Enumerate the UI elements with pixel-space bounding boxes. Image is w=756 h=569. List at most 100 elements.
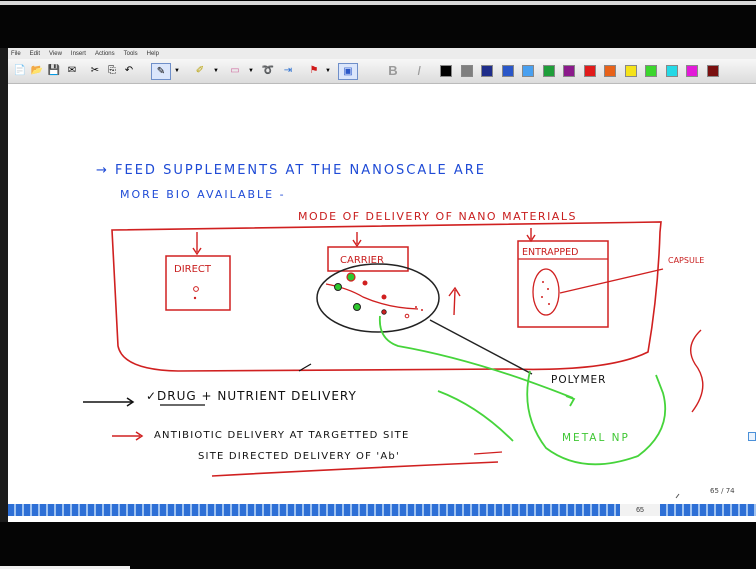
carrier-arrowhead	[352, 239, 362, 248]
entrapped-box	[517, 240, 609, 328]
note-line-bioavailable: MORE BIO AVAILABLE -	[120, 188, 286, 201]
flag-icon[interactable]: ⚑	[309, 65, 319, 76]
menu-help[interactable]: Help	[146, 50, 159, 57]
carrier-particle	[353, 303, 361, 311]
pen-dropdown-icon[interactable]: ▼	[174, 67, 180, 74]
antibiotic-line: ANTIBIOTIC DELIVERY AT TARGETTED SITE	[154, 430, 409, 441]
menu-edit[interactable]: Edit	[29, 50, 41, 57]
color-swatch[interactable]	[542, 65, 555, 77]
top-black-bar	[0, 0, 756, 48]
direct-particle	[193, 286, 199, 292]
page-scrollbar[interactable]: 65	[8, 504, 756, 516]
color-swatch[interactable]	[501, 65, 514, 77]
current-page-number: 65	[620, 504, 660, 516]
drug-arrowhead	[126, 397, 135, 407]
color-swatch[interactable]	[583, 65, 596, 77]
green-pointer-line	[378, 315, 574, 399]
color-swatch[interactable]	[460, 65, 473, 77]
polymer-label: POLYMER	[551, 374, 606, 386]
direct-arrowhead	[192, 247, 202, 256]
color-swatch[interactable]	[563, 65, 575, 77]
undo-icon[interactable]: ↶	[124, 65, 134, 76]
entrapped-label: ENTRAPPED	[522, 247, 578, 258]
direct-dot	[193, 296, 197, 300]
note-line-feed: → FEED SUPPLEMENTS AT THE NANOSCALE ARE	[96, 163, 486, 178]
capsule-label: CAPSULE	[668, 256, 704, 265]
new-page-icon[interactable]: 📄	[13, 65, 27, 76]
drug-nutrient-line: ✓DRUG + NUTRIENT DELIVERY	[146, 389, 357, 403]
email-icon[interactable]: ✉	[67, 65, 77, 76]
color-swatch[interactable]	[440, 65, 452, 77]
bottom-black-bar	[0, 522, 756, 569]
color-swatch[interactable]	[645, 65, 657, 77]
italic-button[interactable]: I	[417, 63, 421, 78]
carrier-dot	[415, 306, 417, 308]
green-arrowhead	[565, 395, 576, 407]
highlighter-dropdown-icon[interactable]: ▼	[213, 67, 219, 74]
carrier-particle	[381, 309, 387, 315]
highlighter-icon[interactable]: ✐	[195, 65, 205, 76]
color-swatch[interactable]	[522, 65, 534, 77]
page-thumbnails-right[interactable]	[660, 504, 756, 516]
ab-underline	[473, 451, 503, 455]
delivery-modes-outline	[111, 221, 662, 372]
open-icon[interactable]: 📂	[30, 65, 44, 76]
carrier-dot	[421, 309, 423, 311]
red-underline	[211, 461, 499, 477]
menu-view[interactable]: View	[49, 50, 62, 57]
page-thumbnails-left[interactable]	[8, 504, 620, 516]
small-mark	[675, 493, 680, 499]
menu-tools[interactable]: Tools	[123, 50, 138, 57]
carrier-label: CARRIER	[340, 255, 384, 266]
journal-app-window: File Edit View Insert Actions Tools Help…	[8, 48, 756, 522]
pen-tool-icon[interactable]: ✎	[151, 63, 171, 80]
side-handle-icon[interactable]	[748, 432, 756, 441]
carrier-box	[327, 246, 409, 272]
green-curve	[437, 390, 514, 442]
nutrient-mark	[298, 363, 312, 372]
carrier-particle	[404, 313, 410, 319]
toolbar: 📄 📂 💾 ✉ ✂ ⎘ ↶ ✎ ▼ ✐ ▼ ▭ ▼ ➰ ⇥ ⚑ ▼ ▣ B I	[8, 59, 756, 84]
eraser-dropdown-icon[interactable]: ▼	[248, 67, 254, 74]
copy-icon[interactable]: ⎘	[108, 65, 116, 76]
menu-bar: File Edit View Insert Actions Tools Help	[8, 48, 756, 59]
color-swatch[interactable]	[604, 65, 616, 77]
cut-icon[interactable]: ✂	[90, 65, 100, 76]
handwriting-layer: → FEED SUPPLEMENTS AT THE NANOSCALE ARE …	[83, 163, 735, 499]
menu-file[interactable]: File	[11, 50, 21, 57]
lasso-icon[interactable]: ➰	[261, 65, 275, 76]
flag-dropdown-icon[interactable]: ▼	[325, 67, 331, 74]
carrier-particle	[362, 280, 368, 286]
page-counter: 65 / 74	[710, 487, 735, 495]
site-directed-line: SITE DIRECTED DELIVERY OF 'Ab'	[198, 451, 400, 462]
color-swatch[interactable]	[624, 65, 637, 77]
capsule-dot	[542, 281, 544, 283]
capsule-pointer-line	[559, 268, 664, 294]
carrier-particle	[381, 294, 387, 300]
left-dark-strip	[0, 48, 8, 522]
direct-box	[165, 255, 231, 311]
carrier-polymer-ellipse	[316, 263, 440, 333]
color-swatch[interactable]	[481, 65, 493, 77]
capsule-dot	[548, 303, 550, 305]
capsule-ellipse	[532, 268, 560, 316]
capsule-dot	[541, 296, 543, 298]
polymer-pointer-line	[429, 319, 533, 375]
color-swatch[interactable]	[706, 65, 719, 77]
color-swatch[interactable]	[665, 65, 678, 77]
eraser-icon[interactable]: ▭	[230, 65, 240, 76]
mode-of-delivery-heading: MODE OF DELIVERY OF NANO MATERIALS	[298, 210, 577, 223]
save-icon[interactable]: 💾	[47, 65, 61, 76]
carrier-particle	[346, 272, 356, 282]
note-canvas[interactable]: → FEED SUPPLEMENTS AT THE NANOSCALE ARE …	[8, 84, 756, 504]
carrier-side-arrow	[448, 286, 461, 316]
red-brace	[689, 329, 704, 413]
carrier-particle	[334, 283, 342, 291]
insert-textbox-icon[interactable]: ▣	[338, 63, 358, 80]
insert-space-icon[interactable]: ⇥	[283, 65, 293, 76]
bold-button[interactable]: B	[388, 63, 398, 78]
menu-insert[interactable]: Insert	[70, 50, 86, 57]
menu-actions[interactable]: Actions	[94, 50, 115, 57]
direct-label: DIRECT	[174, 264, 212, 275]
color-swatch[interactable]	[686, 65, 698, 77]
